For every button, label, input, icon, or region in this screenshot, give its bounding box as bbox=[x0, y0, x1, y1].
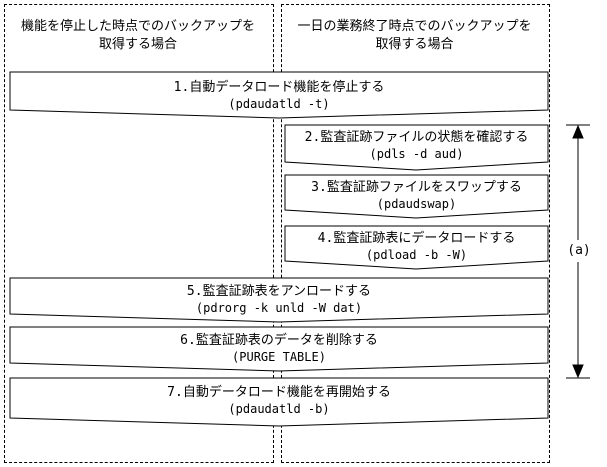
step-5-shape bbox=[9, 277, 549, 323]
step-3-title: 3.監査証跡ファイルをスワップする bbox=[311, 180, 522, 195]
step-5-label: 5.監査証跡表をアンロードする (pdrorg -k unld -W dat) bbox=[10, 284, 548, 316]
step-1-command: (pdaudatld -t) bbox=[228, 97, 330, 111]
step-6-command: (PURGE TABLE) bbox=[232, 350, 326, 364]
step-1-shape bbox=[9, 71, 549, 119]
step-7-title: 7.自動データロード機能を再開始する bbox=[167, 385, 391, 400]
step-1-label: 1.自動データロード機能を停止する (pdaudatld -t) bbox=[10, 80, 548, 112]
step-7-command: (pdaudatld -b) bbox=[228, 402, 330, 416]
step-3-command: (pdaudswap) bbox=[376, 197, 457, 211]
step-4-shape bbox=[284, 225, 549, 270]
step-5-title: 5.監査証跡表をアンロードする bbox=[186, 284, 372, 299]
step-3-shape bbox=[284, 174, 549, 219]
step-7-shape bbox=[9, 377, 549, 427]
step-4-label: 4.監査証跡表にデータロードする (pdload -b -W) bbox=[285, 231, 548, 263]
step-5-command: (pdrorg -k unld -W dat) bbox=[195, 301, 363, 315]
right-column-frame bbox=[281, 4, 550, 463]
step-6-title: 6.監査証跡表のデータを削除する bbox=[180, 333, 378, 348]
step-3-label: 3.監査証跡ファイルをスワップする (pdaudswap) bbox=[285, 180, 548, 212]
step-2-title: 2.監査証跡ファイルの状態を確認する bbox=[304, 130, 529, 145]
step-4-command: (pdload -b -W) bbox=[365, 248, 468, 262]
step-7-label: 7.自動データロード機能を再開始する (pdaudatld -b) bbox=[10, 385, 548, 417]
step-6-label: 6.監査証跡表のデータを削除する (PURGE TABLE) bbox=[10, 333, 548, 365]
bracket-label: (a) bbox=[566, 243, 592, 259]
left-column-title: 機能を停止した時点でのバックアップを 取得する場合 bbox=[20, 19, 255, 52]
left-column-frame bbox=[4, 4, 274, 463]
bracket-arrow bbox=[566, 124, 590, 379]
step-2-shape bbox=[284, 124, 549, 171]
step-6-shape bbox=[9, 326, 549, 372]
step-2-command: (pdls -d aud) bbox=[369, 147, 464, 161]
step-1-title: 1.自動データロード機能を停止する bbox=[173, 80, 385, 95]
right-column-title: 一日の業務終了時点でのバックアップを 取得する場合 bbox=[297, 19, 532, 52]
step-4-title: 4.監査証跡表にデータロードする bbox=[317, 231, 516, 246]
step-2-label: 2.監査証跡ファイルの状態を確認する (pdls -d aud) bbox=[285, 130, 548, 162]
